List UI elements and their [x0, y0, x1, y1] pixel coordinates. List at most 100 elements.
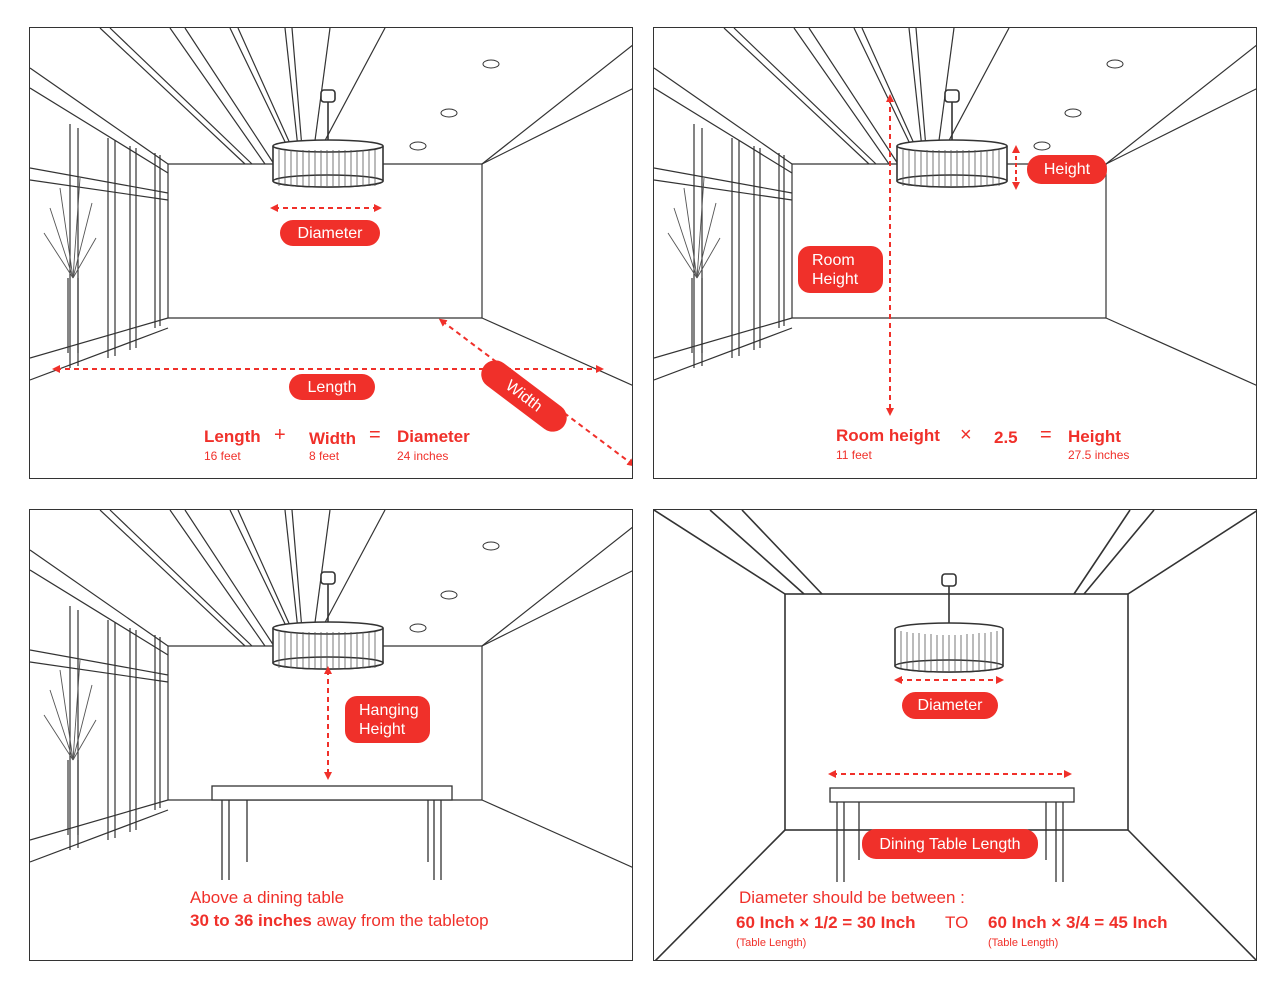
room-sketch: [654, 28, 1256, 386]
room-sketch: [30, 28, 632, 386]
room-line: [1105, 44, 1256, 165]
room-line: [99, 28, 246, 165]
lamp-canopy: [320, 89, 336, 103]
room-line: [915, 28, 927, 149]
room-line: [937, 28, 955, 149]
room-line: [654, 327, 793, 381]
panel-table-diameter: Diameter Dining Table Length Diameter sh…: [653, 509, 1257, 961]
branch: [72, 202, 93, 279]
branch: [72, 684, 93, 761]
room-line: [237, 28, 293, 149]
formula-factor: 2.5: [994, 428, 1018, 447]
room-line: [229, 28, 289, 149]
lamp-bottom: [272, 174, 384, 188]
length-badge: Length: [289, 374, 375, 400]
formula-right: 60 Inch × 3/4 = 45 Inch: [988, 913, 1168, 932]
room-line: [481, 570, 632, 647]
room-line: [654, 179, 793, 201]
measure-arrows: [828, 676, 1072, 778]
room-line: [853, 28, 913, 149]
branch: [59, 669, 74, 761]
room-line: [30, 67, 169, 165]
formula-plus: +: [274, 424, 286, 446]
caption-distance: 30 to 36 inches: [190, 911, 312, 930]
spotlight-icon: [440, 590, 458, 600]
room-line: [654, 317, 793, 359]
room-height-badge: Room Height: [798, 246, 883, 293]
height-badge: Height: [1027, 155, 1107, 184]
room-line: [30, 87, 169, 174]
room-line: [320, 510, 386, 631]
spotlight-icon: [482, 541, 500, 551]
lampshade-pleats: [278, 632, 376, 668]
formula-width-value: 8 feet: [309, 449, 340, 463]
room-line: [109, 28, 253, 165]
spotlight-icon: [1033, 141, 1051, 151]
room-line: [291, 510, 303, 631]
lamp-top: [272, 139, 384, 153]
formula-times: ×: [960, 424, 972, 446]
room-line: [30, 179, 169, 201]
branch: [683, 187, 698, 279]
room-line: [184, 510, 275, 647]
room-line: [481, 799, 632, 868]
diameter-badge: Diameter: [902, 692, 998, 719]
lamp-top: [272, 621, 384, 635]
spotlight-icon: [409, 141, 427, 151]
room-line: [109, 510, 253, 647]
caption-rest: away from the tabletop: [311, 911, 489, 930]
branch: [49, 689, 74, 761]
room-lines: [654, 28, 1256, 386]
table-sketch: [211, 785, 453, 880]
spotlight-icon: [482, 59, 500, 69]
room-line: [30, 317, 169, 359]
formula-equals: =: [369, 424, 381, 446]
branch: [72, 177, 81, 279]
room-line: [30, 799, 169, 841]
room-frontal-sketch: [654, 510, 1256, 960]
caption-line2: 30 to 36 inches away from the tabletop: [190, 911, 489, 931]
plant-branches: [667, 177, 721, 279]
spotlight-icon: [1064, 108, 1082, 118]
lamp-top: [896, 139, 1008, 153]
room-line: [284, 28, 299, 149]
room-line: [808, 28, 899, 165]
formula-diameter-value: 24 inches: [397, 449, 449, 463]
room-line: [313, 510, 331, 631]
room-line: [320, 28, 386, 149]
table-length-badge: Dining Table Length: [862, 829, 1038, 859]
formula-width: Width: [309, 429, 357, 448]
branch: [667, 232, 698, 279]
panel-room-length-width: Diameter Length Width Length 16 feet + W…: [29, 27, 633, 479]
room-line: [99, 510, 246, 647]
formula-length: Length: [204, 427, 261, 446]
room-line: [944, 28, 1010, 149]
hanging-height-badge: Hanging Height: [345, 696, 430, 743]
lampshade-pleats: [900, 631, 998, 672]
room-line: [793, 28, 890, 165]
branch: [696, 237, 721, 279]
room-line: [30, 549, 169, 647]
room-line: [733, 28, 877, 165]
formula-diameter: Diameter: [397, 427, 470, 446]
branch: [696, 202, 717, 279]
room-line: [654, 67, 793, 165]
lamp-canopy: [320, 571, 336, 585]
pendant-lamp-icon: [896, 89, 1008, 188]
room-lines: [30, 510, 632, 868]
room-line: [654, 167, 793, 194]
room-line: [229, 510, 289, 631]
branch: [72, 237, 97, 279]
spotlight-icon: [409, 623, 427, 633]
room-line: [30, 167, 169, 194]
pendant-lamp-icon: [272, 89, 384, 188]
room-line: [481, 44, 632, 165]
room-line: [184, 28, 275, 165]
branch: [43, 232, 74, 279]
caption: Diameter should be between :: [739, 888, 965, 907]
room-line: [481, 526, 632, 647]
room-line: [723, 28, 870, 165]
lamp-bottom: [896, 174, 1008, 188]
room-line: [284, 510, 299, 631]
spotlight-icon: [1106, 59, 1124, 69]
